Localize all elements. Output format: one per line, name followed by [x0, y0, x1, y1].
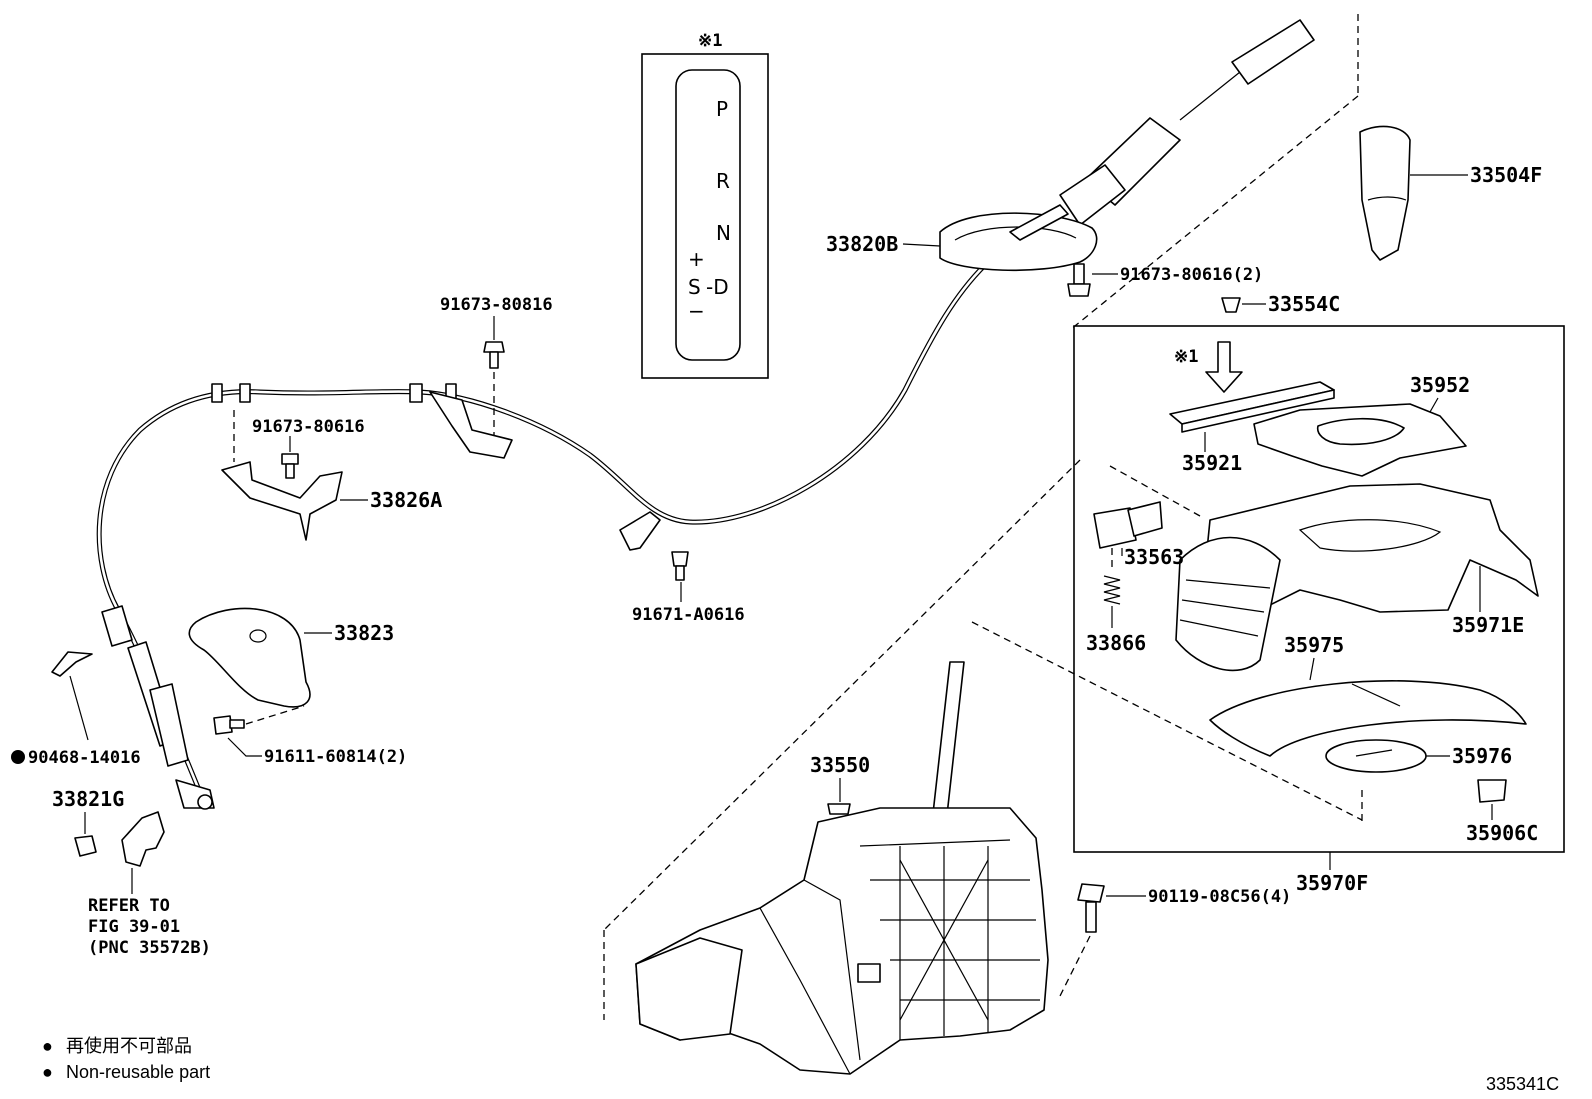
- nut-33821g: 33821G: [52, 787, 124, 857]
- label-90119-08c56-4: 90119-08C56(4): [1148, 887, 1291, 907]
- sheet-35976: 35976: [1325, 739, 1512, 773]
- label-35975: 35975: [1284, 633, 1344, 657]
- bolt-91673-80816: 91673-80816: [440, 295, 553, 440]
- gate-position-r: R: [716, 169, 730, 193]
- bolt-91673-80616-2: 91673-80616(2): [1067, 263, 1263, 297]
- cable-grommet: [239, 383, 251, 403]
- label-35952: 35952: [1410, 373, 1470, 397]
- indicator-35921: 35921: [1169, 381, 1335, 475]
- label-33504f: 33504F: [1470, 163, 1542, 187]
- clip-90468-14016: 90468-14016: [11, 651, 141, 768]
- label-91671-a0616: 91671-A0616: [632, 605, 745, 625]
- label-91673-80816: 91673-80816: [440, 295, 553, 315]
- label-35970f: 35970F: [1296, 871, 1368, 895]
- label-90468-14016: 90468-14016: [28, 748, 141, 768]
- label-33820b: 33820B: [826, 232, 898, 256]
- non-reusable-dot-icon: [11, 750, 25, 764]
- cable-cover-plate: 33820B: [826, 204, 1098, 272]
- refer-note: REFER TO FIG 39-01 (PNC 35572B): [88, 868, 211, 958]
- clip-33554c: 33554C: [1221, 292, 1340, 316]
- label-33866: 33866: [1086, 631, 1146, 655]
- bolt-90119-08c56: 90119-08C56(4): [1059, 883, 1291, 997]
- gate-slot: [675, 69, 741, 361]
- plate-35952: 35952: [1253, 373, 1470, 477]
- gate-position-p: P: [716, 97, 728, 121]
- legend-jp-text: 再使用不可部品: [66, 1036, 192, 1056]
- gate-position-n: N: [716, 221, 731, 245]
- legend: ● 再使用不可部品 ● Non-reusable part: [42, 1036, 210, 1082]
- label-33550: 33550: [810, 753, 870, 777]
- spring-33866: 33866: [1086, 548, 1146, 655]
- gate-plus: +: [688, 247, 705, 271]
- gate-minus: −: [688, 299, 705, 323]
- shift-knob: 33504F: [1359, 125, 1542, 261]
- label-35921: 35921: [1182, 451, 1242, 475]
- refer-line-2: FIG 39-01: [88, 917, 180, 937]
- box-note-mark: ※1: [1174, 347, 1198, 367]
- cable-bracket-upper: [429, 391, 513, 459]
- housing-35971e: 35971E: [1175, 483, 1539, 672]
- label-33826a: 33826A: [370, 488, 442, 512]
- label-91673-80616-2: 91673-80616(2): [1120, 265, 1263, 285]
- shift-lever-base-33550: 33550: [635, 661, 1049, 1075]
- bracket-35572b: [121, 811, 165, 867]
- box-note: ※1: [1174, 341, 1243, 393]
- legend-dot-jp-icon: ●: [42, 1036, 53, 1056]
- arrow-down-icon: [1205, 341, 1243, 393]
- bracket-33826a: 33826A: [221, 410, 442, 541]
- label-33554c: 33554C: [1268, 292, 1340, 316]
- cable-grommet: [211, 383, 223, 403]
- figure-id: 335341C: [1486, 1074, 1559, 1094]
- guide-line: [971, 621, 1363, 821]
- cable-grommet: [409, 383, 423, 403]
- switch-33563: 33563: [1093, 465, 1201, 569]
- cable-upper-end: [1231, 19, 1315, 85]
- label-35906c: 35906C: [1466, 821, 1538, 845]
- cable-end-sleeve: [101, 605, 133, 647]
- bolt-91671-a0616: 91671-A0616: [619, 511, 745, 625]
- label-33563: 33563: [1124, 545, 1184, 569]
- shift-cable: [96, 19, 1315, 810]
- shift-gate-panel: ※1 P R N + S -D −: [641, 31, 769, 379]
- label-33821g: 33821G: [52, 787, 124, 811]
- cable-end-boot: [149, 683, 189, 767]
- label-91611-60814-2: 91611-60814(2): [264, 747, 407, 767]
- label-91673-80616: 91673-80616: [252, 417, 365, 437]
- bolt-91673-80616: 91673-80616: [252, 417, 365, 479]
- cable-end-hole: [197, 794, 213, 810]
- assembly-35970f: 35970F: [1296, 852, 1368, 895]
- legend-en-text: Non-reusable part: [66, 1062, 210, 1082]
- clip-35906c: 35906C: [1466, 779, 1538, 845]
- label-35971e: 35971E: [1452, 613, 1524, 637]
- cover-33823: 33823: [188, 607, 394, 708]
- cable-upper-collar: [1059, 164, 1126, 226]
- bolt-91611-60814: 91611-60814(2): [213, 705, 407, 767]
- guide-line: [1069, 95, 1359, 331]
- gate-position-d: -D: [706, 275, 729, 299]
- refer-line-3: (PNC 35572B): [88, 938, 211, 958]
- gate-panel-frame: [641, 53, 769, 379]
- label-33823: 33823: [334, 621, 394, 645]
- guide-line: [603, 459, 1081, 931]
- gate-s: S: [688, 275, 701, 299]
- label-35976: 35976: [1452, 744, 1512, 768]
- refer-line-1: REFER TO: [88, 896, 170, 916]
- legend-dot-en-icon: ●: [42, 1062, 53, 1082]
- console-assembly-frame: [1073, 325, 1565, 853]
- gate-note-mark: ※1: [698, 31, 722, 51]
- cover-35975: 35975: [1209, 633, 1527, 757]
